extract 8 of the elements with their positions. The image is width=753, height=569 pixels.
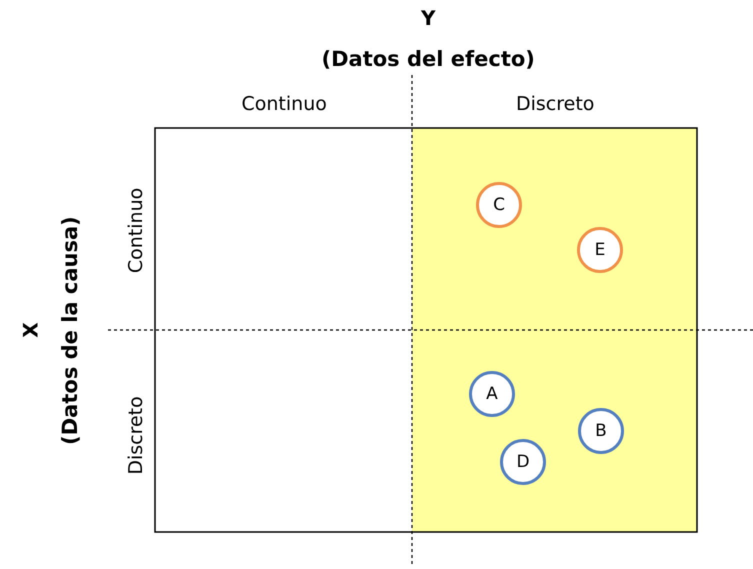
column-header: Discreto — [516, 94, 594, 114]
row-header: Continuo — [126, 187, 147, 273]
axis-title: Y — [421, 7, 436, 29]
row-header: Discreto — [126, 396, 147, 474]
column-header: Continuo — [242, 94, 327, 114]
axis-title: X — [19, 322, 42, 338]
axis-subtitle: (Datos de la causa) — [58, 216, 82, 444]
axis-subtitle: (Datos del efecto) — [322, 48, 535, 71]
